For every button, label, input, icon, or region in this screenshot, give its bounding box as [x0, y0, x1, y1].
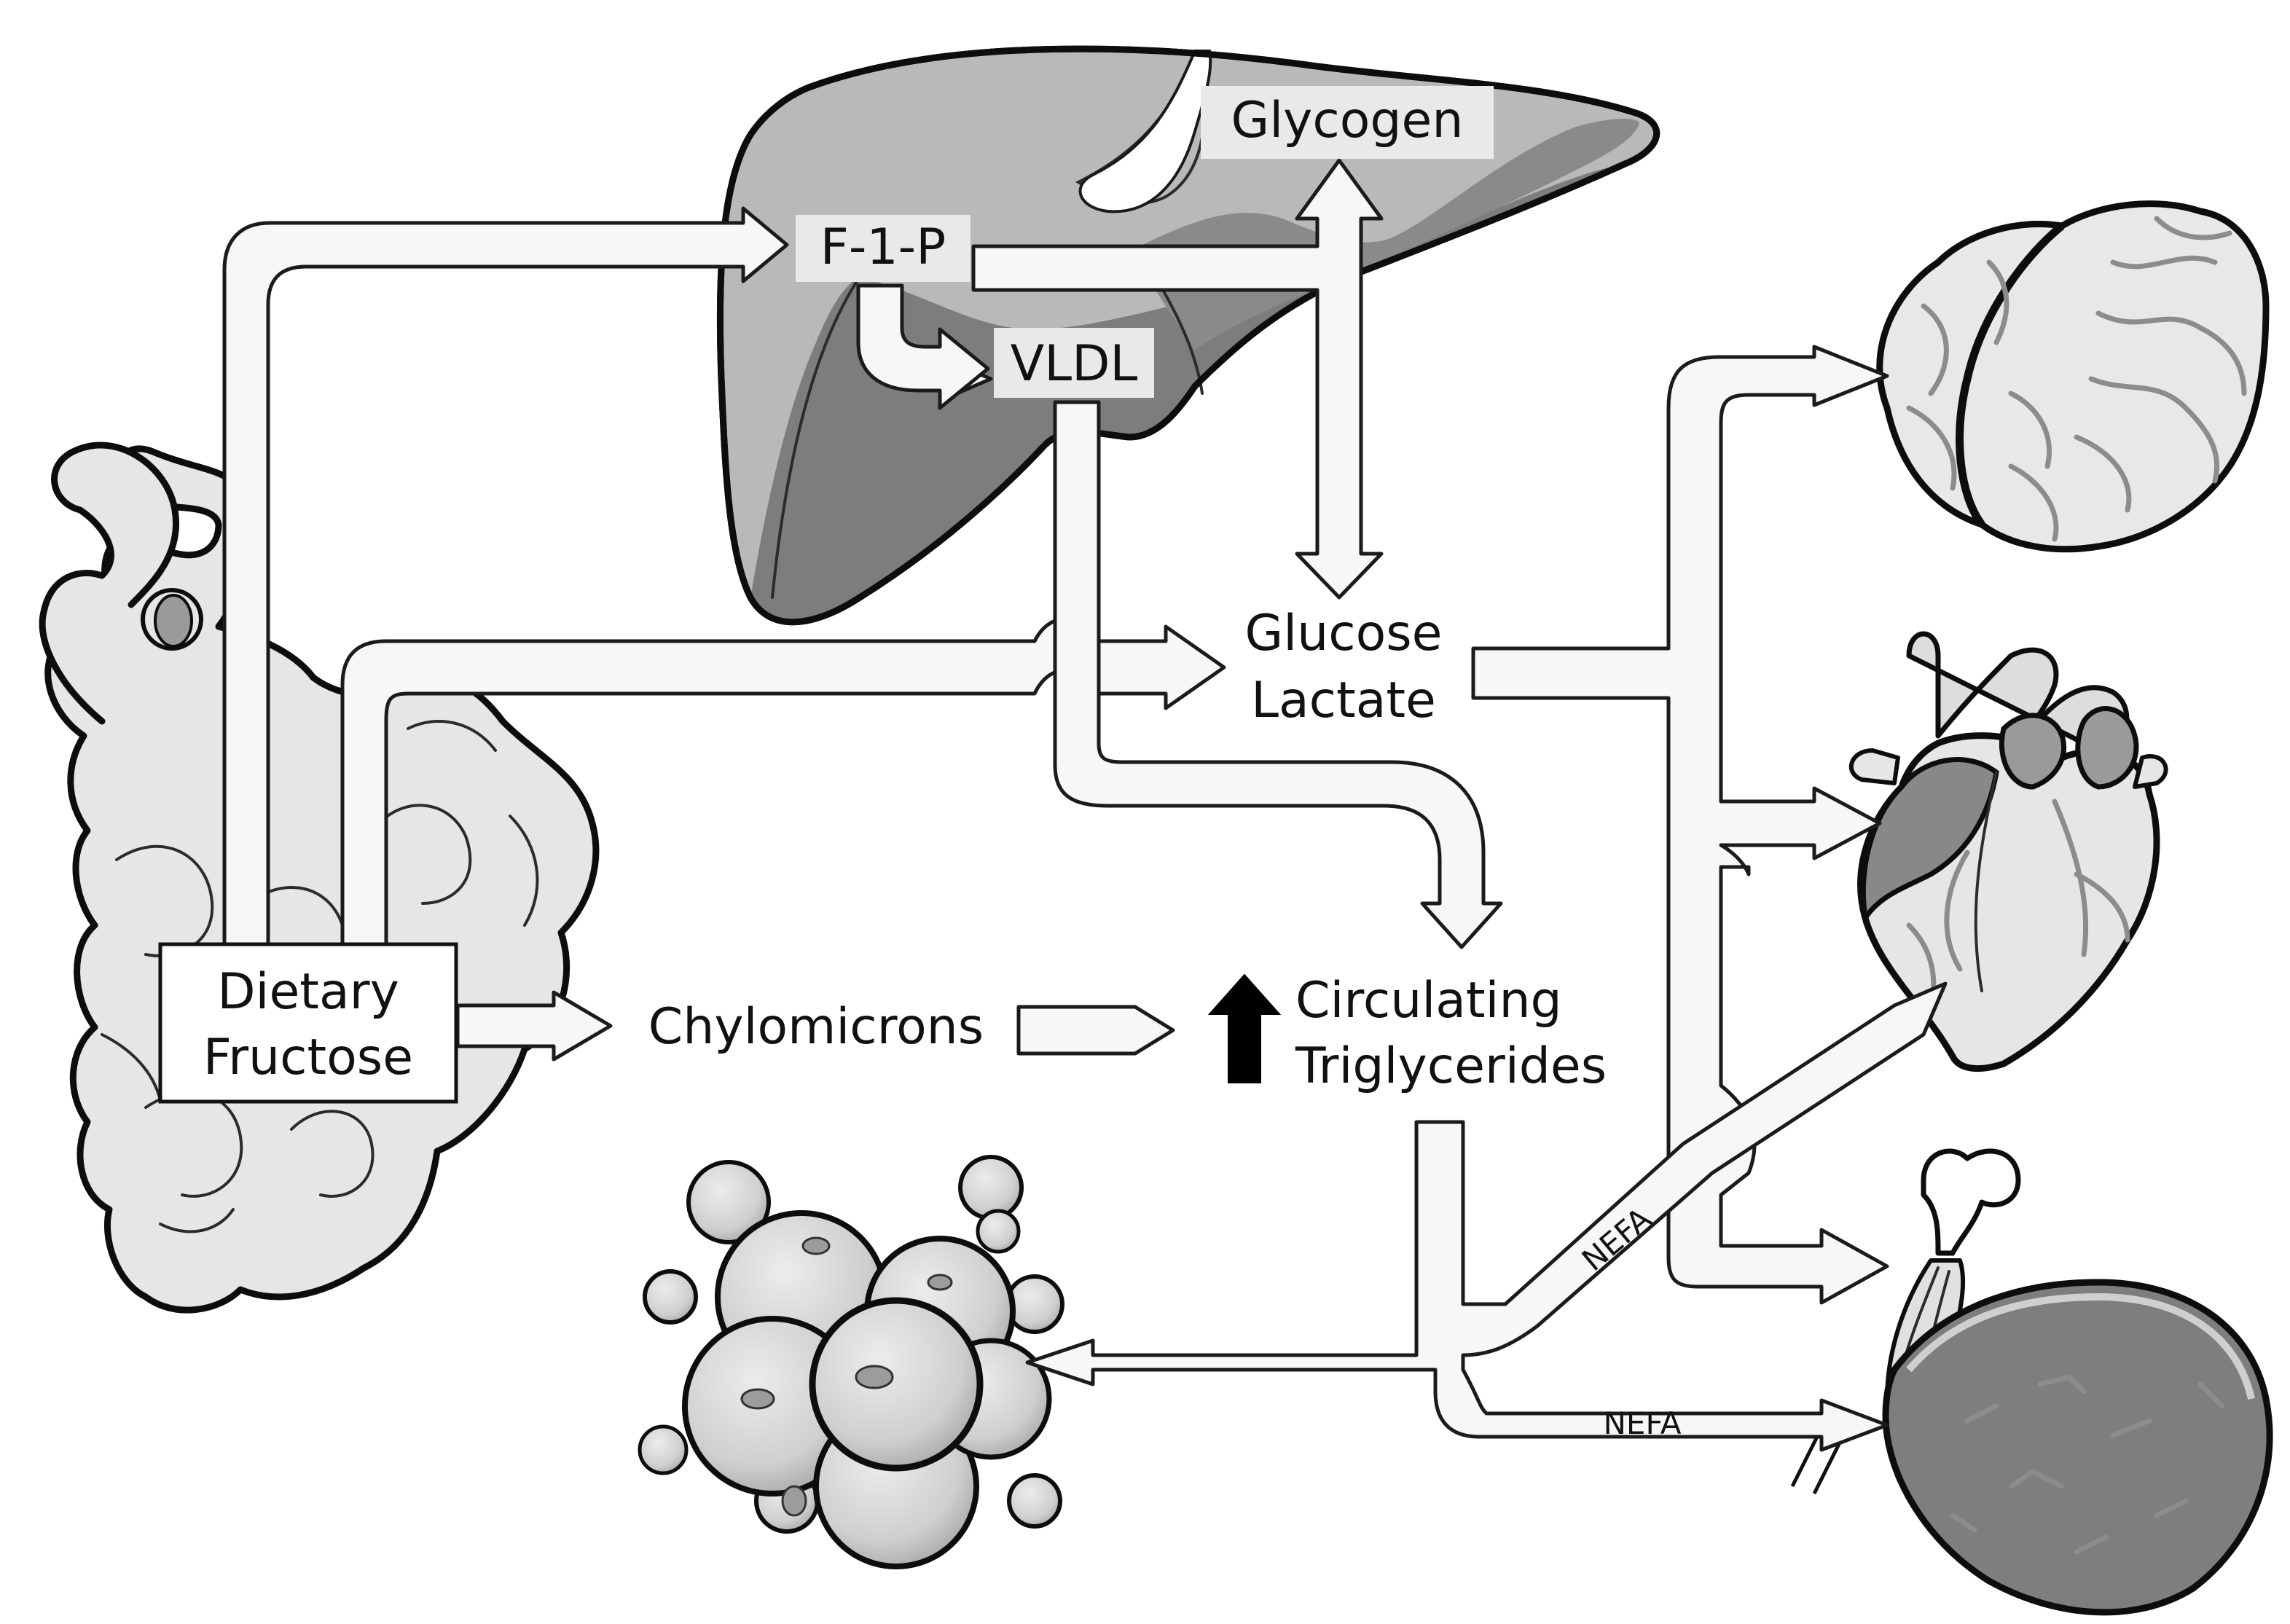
- glycogen-label: Glycogen: [1231, 92, 1464, 149]
- adipose-tissue: [638, 1155, 1064, 1569]
- lactate-label: Lactate: [1251, 672, 1436, 729]
- f1p-label: F-1-P: [820, 219, 946, 276]
- arrow-f1p-to-glycogen-glucose: [971, 158, 1384, 600]
- arrow-fructose-to-glucose: [340, 617, 1226, 946]
- triglycerides-label: Triglycerides: [1295, 1037, 1607, 1095]
- arrow-vldl-to-triglycerides: [1053, 400, 1503, 949]
- glucose-label: Glucose: [1245, 605, 1443, 662]
- heart: [1848, 631, 2168, 1072]
- arrow-fructose-to-chylomicrons: [455, 990, 613, 1062]
- arrow-glucose-to-organs: [1471, 345, 1889, 1305]
- liver: [716, 45, 1660, 626]
- dietary-label: Dietary: [217, 963, 399, 1021]
- brain: [1876, 200, 2270, 553]
- circulating-label: Circulating: [1295, 972, 1562, 1029]
- glycogen-box: [1201, 86, 1494, 159]
- vldl-label: VLDL: [1011, 335, 1138, 393]
- f1p-box: [796, 215, 970, 282]
- nefa-label-lower: NEFA: [1604, 1405, 1682, 1441]
- arrow-triglycerides-to-adipose: [1025, 981, 1948, 1452]
- intestine: [39, 442, 600, 1314]
- arrow-chylomicrons-to-triglycerides: [1016, 1005, 1175, 1056]
- chylomicrons-label: Chylomicrons: [648, 998, 984, 1056]
- pathway-arrows: [222, 158, 1948, 1452]
- fructose-label: Fructose: [203, 1029, 413, 1086]
- vldl-box: [994, 328, 1154, 398]
- arrow-fructose-to-f1p: [222, 206, 789, 946]
- increase-arrow: [1207, 973, 1282, 1083]
- dietary-fructose-box: [158, 942, 458, 1104]
- label-boxes: [158, 86, 1494, 1104]
- skeletal-muscle: [1790, 1148, 2273, 1616]
